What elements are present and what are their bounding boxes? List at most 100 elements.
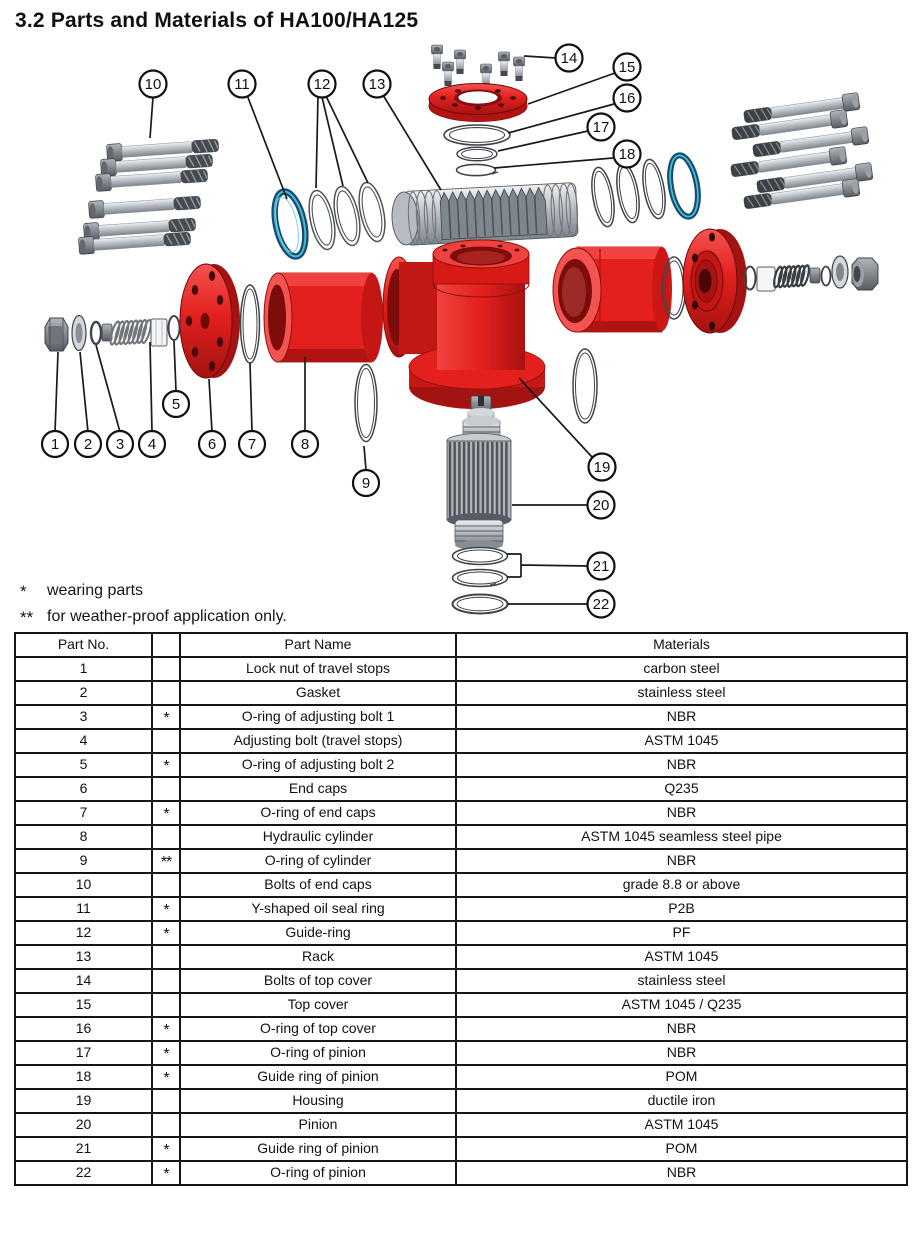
cell-part-no: 15 — [14, 992, 153, 1018]
cell-part-no: 6 — [14, 776, 153, 802]
col-header-mark — [151, 632, 181, 658]
cell-material: ASTM 1045 / Q235 — [455, 992, 908, 1018]
o-ring-cylinder-left — [354, 363, 378, 443]
svg-text:19: 19 — [594, 459, 611, 476]
cell-part-name: Lock nut of travel stops — [179, 656, 457, 682]
cell-mark: ** — [151, 848, 181, 874]
svg-text:17: 17 — [593, 119, 610, 136]
cell-part-name: Hydraulic cylinder — [179, 824, 457, 850]
callout-19: 19 — [587, 452, 617, 482]
o-ring-top-cover — [443, 124, 511, 146]
cell-part-no: 2 — [14, 680, 153, 706]
hydraulic-cylinder-right — [552, 246, 672, 333]
cell-mark — [151, 776, 181, 802]
callout-1: 1 — [40, 429, 70, 459]
cell-part-name: O-ring of pinion — [179, 1040, 457, 1066]
hydraulic-cylinder-left — [263, 272, 383, 363]
guide-rings — [308, 181, 386, 251]
cell-part-no: 20 — [14, 1112, 153, 1138]
cell-material: POM — [455, 1064, 908, 1090]
cell-mark — [151, 1112, 181, 1138]
callouts: 1 2 3 4 5 6 7 8 9 10 11 12 13 14 15 16 1… — [40, 43, 642, 619]
cell-mark: * — [151, 896, 181, 922]
cell-part-no: 7 — [14, 800, 153, 826]
end-cap-right — [682, 228, 747, 334]
cell-part-name: Housing — [179, 1088, 457, 1114]
callout-8: 8 — [290, 429, 320, 459]
cell-part-name: End caps — [179, 776, 457, 802]
cell-material: POM — [455, 1136, 908, 1162]
cell-part-no: 11 — [14, 896, 153, 922]
cell-part-name: Rack — [179, 944, 457, 970]
svg-text:8: 8 — [301, 436, 309, 453]
cell-part-name: O-ring of pinion — [179, 1160, 457, 1186]
cell-part-name: Gasket — [179, 680, 457, 706]
svg-text:10: 10 — [145, 76, 162, 93]
col-header-materials: Materials — [455, 632, 908, 658]
col-header-part-name: Part Name — [179, 632, 457, 658]
cell-material: NBR — [455, 752, 908, 778]
callout-22: 22 — [586, 589, 616, 619]
guide-rings-pinion — [451, 546, 509, 588]
end-cap-bolts-right — [729, 91, 874, 213]
cell-part-name: Y-shaped oil seal ring — [179, 896, 457, 922]
cell-material: P2B — [455, 896, 908, 922]
cell-material: PF — [455, 920, 908, 946]
cell-material: NBR — [455, 848, 908, 874]
cell-mark — [151, 824, 181, 850]
svg-text:15: 15 — [619, 59, 636, 76]
svg-text:12: 12 — [314, 76, 331, 93]
svg-text:6: 6 — [208, 436, 216, 453]
cell-part-name: O-ring of cylinder — [179, 848, 457, 874]
cell-part-name: O-ring of adjusting bolt 2 — [179, 752, 457, 778]
callout-9: 9 — [351, 468, 381, 498]
cell-part-no: 21 — [14, 1136, 153, 1162]
cell-material: stainless steel — [455, 680, 908, 706]
cell-part-no: 13 — [14, 944, 153, 970]
cell-part-no: 19 — [14, 1088, 153, 1114]
cell-part-no: 5 — [14, 752, 153, 778]
cell-mark — [151, 656, 181, 682]
svg-text:1: 1 — [51, 436, 59, 453]
cell-material: ASTM 1045 seamless steel pipe — [455, 824, 908, 850]
cell-material: NBR — [455, 1160, 908, 1186]
guide-ring-pinion-top — [455, 163, 499, 177]
svg-text:7: 7 — [248, 436, 256, 453]
cell-part-name: Bolts of top cover — [179, 968, 457, 994]
cell-part-no: 8 — [14, 824, 153, 850]
svg-text:2: 2 — [84, 436, 92, 453]
callout-2: 2 — [73, 429, 103, 459]
note-weather-proof: **for weather-proof application only. — [20, 606, 287, 627]
top-cover-bolts — [431, 44, 525, 89]
callout-15: 15 — [612, 52, 642, 82]
cell-mark — [151, 872, 181, 898]
cell-part-no: 10 — [14, 872, 153, 898]
travel-stop-parts-left — [44, 314, 181, 352]
exploded-diagram: 1 2 3 4 5 6 7 8 9 10 11 12 13 14 15 16 1… — [40, 43, 879, 619]
callout-12: 12 — [307, 69, 337, 99]
cell-part-name: Guide-ring — [179, 920, 457, 946]
cell-part-no: 14 — [14, 968, 153, 994]
cell-mark: * — [151, 920, 181, 946]
cell-mark: * — [151, 800, 181, 826]
housing — [382, 239, 546, 409]
callout-11: 11 — [227, 69, 257, 99]
cell-mark: * — [151, 1160, 181, 1186]
cell-mark — [151, 968, 181, 994]
cell-part-name: O-ring of top cover — [179, 1016, 457, 1042]
callout-4: 4 — [137, 429, 167, 459]
